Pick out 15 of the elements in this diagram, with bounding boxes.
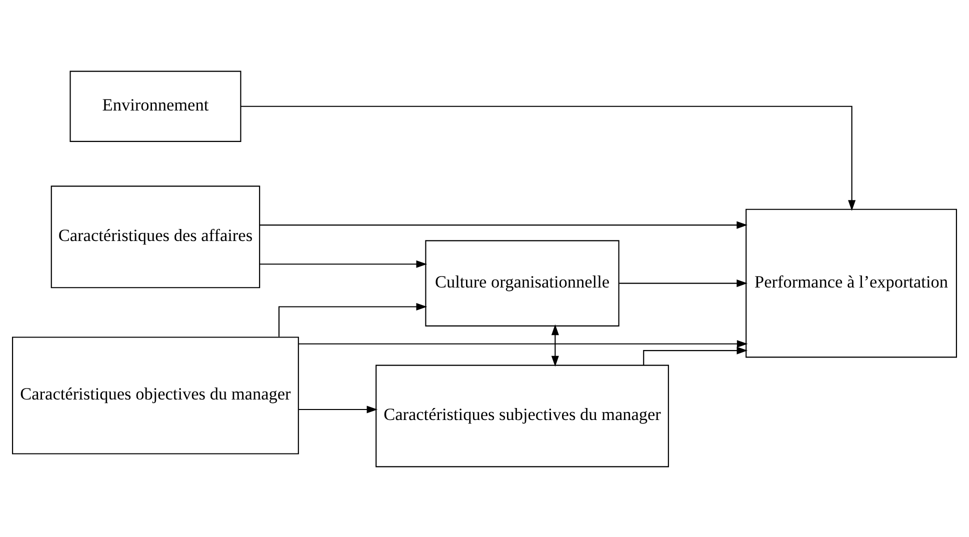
arrow bbox=[240, 105, 856, 210]
arrow bbox=[278, 302, 428, 336]
node-box: Performance à l’exportation bbox=[746, 208, 957, 358]
node-box: Caractéristiques subjectives du manager bbox=[376, 364, 669, 467]
arrow bbox=[260, 220, 748, 228]
node-box: Culture organisationnelle bbox=[425, 240, 620, 326]
arrow bbox=[260, 260, 428, 268]
arrow bbox=[298, 340, 748, 348]
arrow bbox=[298, 405, 378, 413]
arrow bbox=[643, 346, 748, 365]
node-box: Environnement bbox=[70, 70, 242, 142]
arrow bbox=[619, 279, 748, 287]
arrow bbox=[551, 324, 559, 366]
node-box: Caractéristiques des affaires bbox=[50, 185, 260, 288]
node-box: Caractéristiques objectives du manager bbox=[12, 336, 299, 454]
